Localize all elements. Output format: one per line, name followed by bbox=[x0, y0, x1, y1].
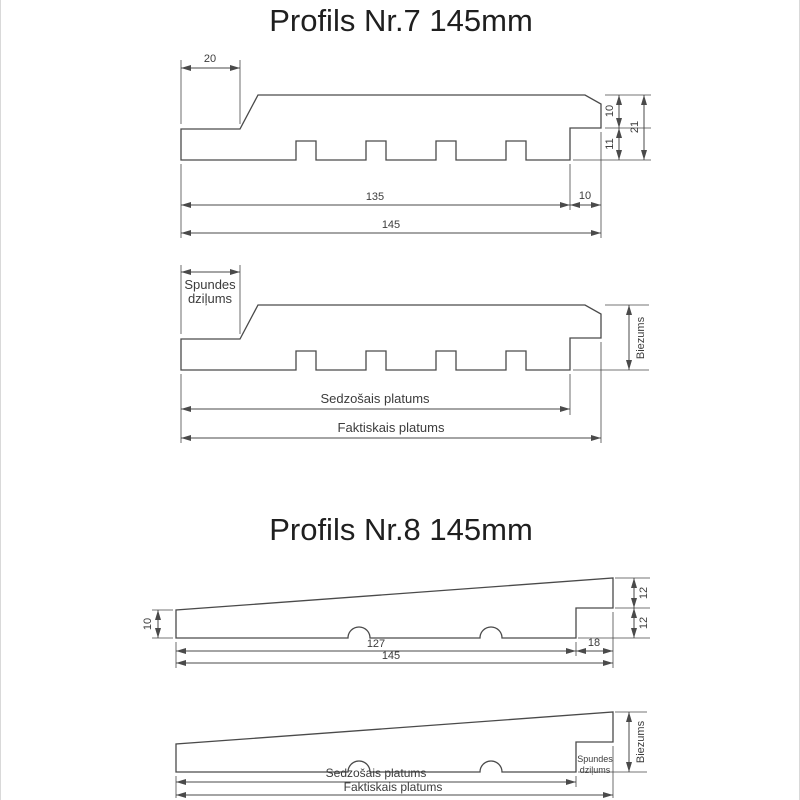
label-tongue-depth-line1: Spundes bbox=[184, 277, 236, 292]
profile7-dimensioned-view: 20 10 11 21 135 10 145 bbox=[180, 53, 651, 238]
extension-line bbox=[180, 60, 241, 124]
profile8-labeled-view: Biezums Spundes dziļums Sedzošais platum… bbox=[175, 711, 647, 798]
label-full-width: Faktiskais platums bbox=[344, 780, 443, 794]
profile7-outline bbox=[180, 94, 602, 161]
profile8-outline bbox=[175, 577, 614, 639]
profile7-outline bbox=[180, 304, 602, 371]
label-cover-width: Sedzošais platums bbox=[326, 766, 427, 780]
label-thickness: Biezums bbox=[635, 316, 647, 359]
dim-rebate-height: 11 bbox=[604, 138, 616, 149]
dim-full-width: 145 bbox=[382, 650, 400, 662]
profile7-labeled-view: Spundes dziļums Biezums Sedzošais platum… bbox=[180, 265, 649, 443]
dim-right-top: 12 bbox=[638, 587, 650, 599]
dim-right-bottom: 12 bbox=[638, 617, 650, 629]
extension-line bbox=[180, 265, 241, 334]
profile8-outline bbox=[175, 711, 614, 773]
dim-full-width: 145 bbox=[382, 219, 400, 231]
dim-lap-width: 10 bbox=[579, 190, 591, 202]
label-full-width: Faktiskais platums bbox=[338, 420, 445, 435]
dim-cover-width: 135 bbox=[366, 191, 384, 203]
profile8-title: Profils Nr.8 145mm bbox=[269, 512, 533, 547]
extension-line bbox=[152, 609, 173, 639]
dim-cover-width: 127 bbox=[367, 638, 385, 650]
label-tongue-depth-line2: dziļums bbox=[580, 765, 611, 775]
dim-lap-width: 18 bbox=[588, 637, 600, 649]
profile8-dimensioned-view: 10 12 12 127 18 145 bbox=[142, 577, 650, 668]
label-thickness: Biezums bbox=[635, 720, 647, 763]
label-tongue-depth-line1: Spundes bbox=[577, 754, 613, 764]
dim-left-thickness: 10 bbox=[142, 618, 154, 630]
dim-total-thickness: 21 bbox=[629, 121, 641, 133]
label-tongue-depth-line2: dziļums bbox=[188, 291, 233, 306]
profile7-title: Profils Nr.7 145mm bbox=[269, 3, 533, 38]
label-cover-width: Sedzošais platums bbox=[320, 391, 430, 406]
dim-tongue-width: 20 bbox=[204, 53, 216, 65]
dim-lap-thickness: 10 bbox=[604, 105, 616, 117]
